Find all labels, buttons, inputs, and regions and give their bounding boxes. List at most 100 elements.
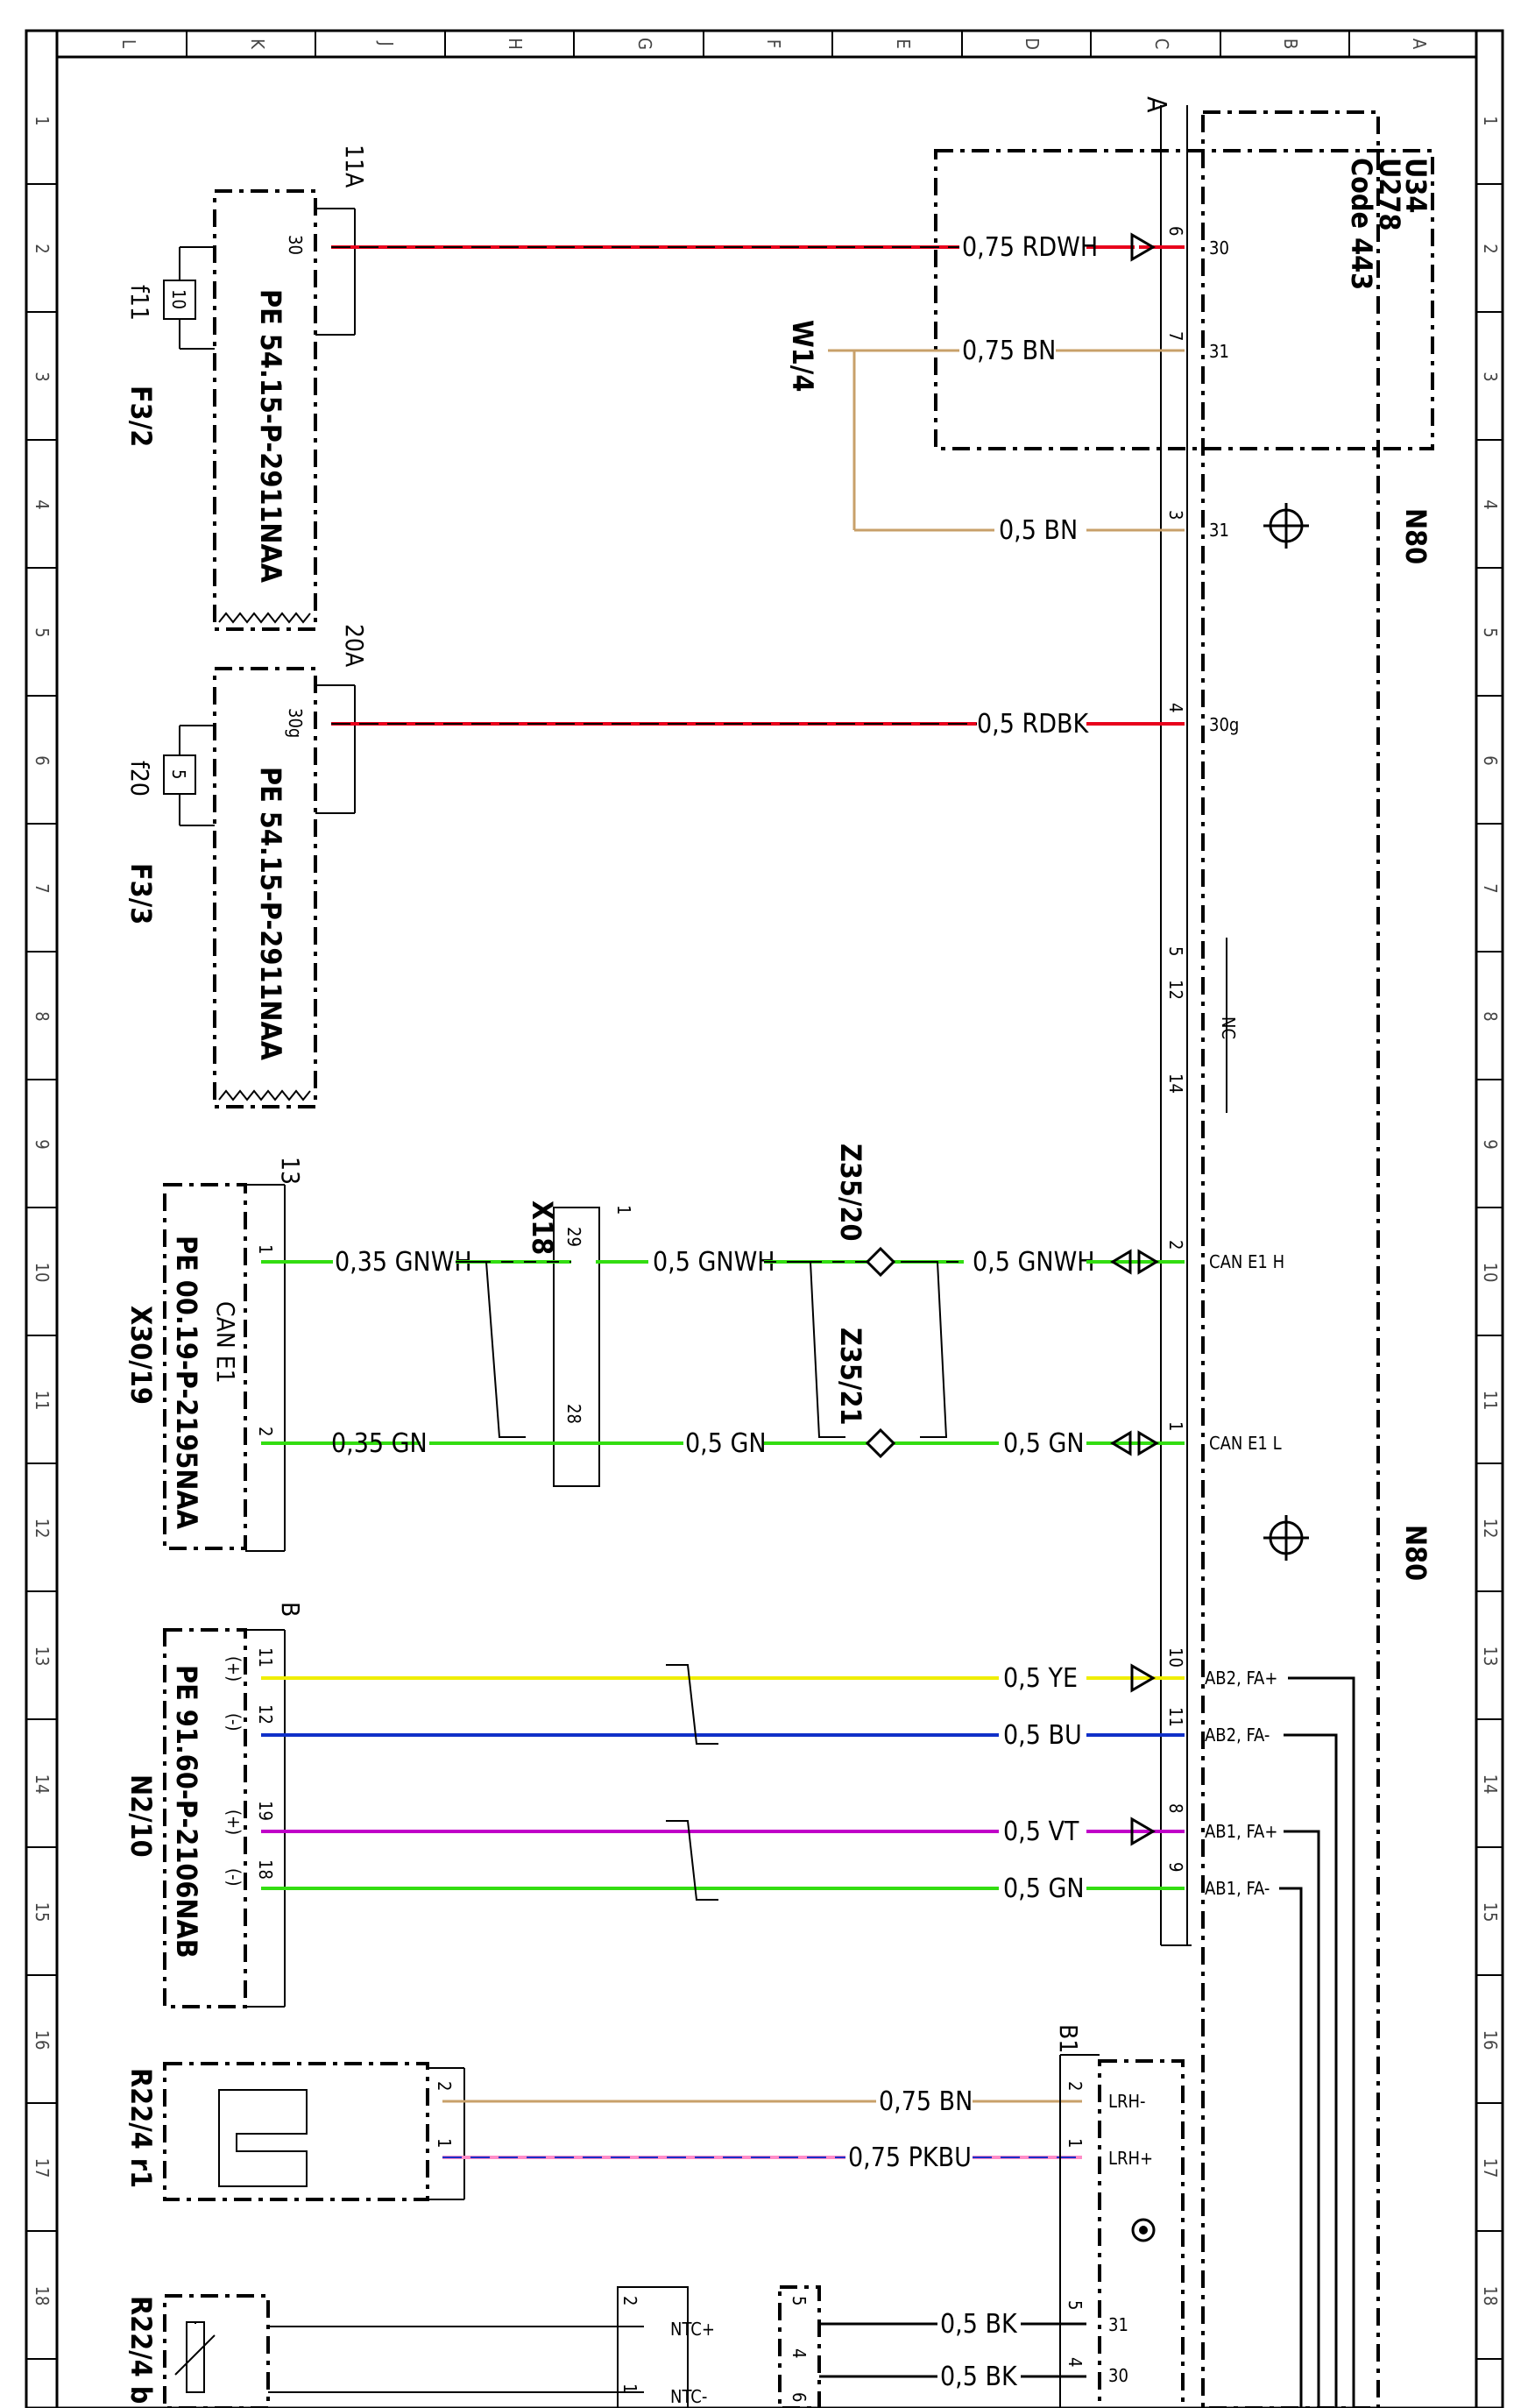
n2-10: B PE 91.60-P-2106NAB N2/10 11 12 19 18 (… <box>124 1602 305 2008</box>
pin-label: NTC- <box>670 2386 707 2407</box>
connector-a-lines: A <box>1141 96 1192 1946</box>
r22-4-b: R22/4 b 2 NTC+ 1 NTC- 5 4 6 <box>124 2285 821 2408</box>
row-label: 14 <box>32 1774 53 1795</box>
pin-number: 29 <box>563 1227 584 1247</box>
row-label: 11 <box>32 1391 53 1411</box>
row-label: 2 <box>1480 244 1501 253</box>
component-label: X30/19 <box>124 1306 158 1405</box>
pin-number: 1 <box>255 1244 276 1254</box>
row-label: 7 <box>1480 883 1501 893</box>
wire-label: 0,5 BK <box>940 2362 1018 2392</box>
conn-number: 13 <box>276 1157 305 1185</box>
pe-ref: PE 00.19-P-2195NAA <box>170 1236 203 1530</box>
nc-label: NC <box>1218 1016 1239 1039</box>
row-label: 16 <box>32 2030 53 2050</box>
component-label: R22/4 r1 <box>124 2068 158 2188</box>
row-label: 3 <box>32 372 53 381</box>
pe-ref: PE 91.60-P-2106NAB <box>170 1665 203 1958</box>
col-label: G <box>634 38 655 50</box>
row-label: 13 <box>1480 1647 1501 1667</box>
pin-label: AB1, FA- <box>1205 1878 1270 1899</box>
row-label: 13 <box>32 1647 53 1667</box>
row-label: 18 <box>32 2286 53 2306</box>
row-label: 15 <box>1480 1902 1501 1923</box>
wire-label: 0,5 VT <box>1003 1817 1079 1847</box>
pin-label: AB2, FA+ <box>1205 1668 1277 1689</box>
pin-polarity: (-) <box>223 1868 244 1887</box>
pin-label: LRH- <box>1108 2091 1146 2112</box>
row-label: 12 <box>1480 1519 1501 1539</box>
wire-label: 0,75 RDWH <box>962 232 1098 263</box>
wire-label: 0,5 GN <box>685 1428 767 1459</box>
col-label: F <box>763 39 784 48</box>
wire-label: 0,35 GNWH <box>335 1247 472 1278</box>
wire-gn: 0,5 GN <box>261 1873 1185 1904</box>
row-label: 10 <box>1480 1263 1501 1283</box>
n80-label: N80 <box>1399 508 1432 564</box>
col-label: J <box>376 40 397 46</box>
pin-number: 8 <box>1165 1803 1186 1813</box>
pin-number: 12 <box>255 1704 276 1725</box>
row-label: 3 <box>1480 372 1501 381</box>
pin-polarity: (+) <box>223 1656 244 1682</box>
fuse-name: f11 <box>125 285 154 321</box>
wire-label: 0,5 BK <box>940 2309 1018 2340</box>
row-label: 5 <box>1480 627 1501 637</box>
pin-number: 2 <box>255 1427 276 1436</box>
component-label: R22/4 b <box>124 2296 158 2404</box>
fuse-rating: 5 <box>168 769 189 779</box>
wire-vt: 0,5 VT <box>261 1817 1185 1847</box>
b1-label: B1 <box>1054 2024 1083 2053</box>
fuse-amp: 20A <box>340 624 369 668</box>
pin-number: 2 <box>1165 1240 1186 1250</box>
row-label: 9 <box>1480 1139 1501 1149</box>
airbag-pins: 10 AB2, FA+ 11 AB2, FA- 8 AB1, FA+ 9 AB1… <box>1165 1647 1355 2408</box>
pin-label: 30 <box>1209 237 1229 259</box>
row-label: 6 <box>32 755 53 765</box>
pin-number: 12 <box>1165 980 1186 1000</box>
u34-module: U34 U278 Code 443 N80 N80 <box>934 110 1434 2408</box>
pin-label: 30 <box>1108 2365 1128 2386</box>
wire-label: 0,75 BN <box>962 336 1056 366</box>
pin-number: 10 <box>1165 1647 1186 1668</box>
pin-label: CAN E1 L <box>1209 1433 1282 1454</box>
row-label: 17 <box>32 2158 53 2178</box>
row-label: 17 <box>1480 2158 1501 2178</box>
pin-label: 31 <box>1209 341 1229 362</box>
col-label: H <box>505 38 526 50</box>
pin-number: 2 <box>434 2081 455 2091</box>
can-pins: 2 CAN E1 H 1 CAN E1 L <box>1110 1240 1284 1456</box>
conn-letter: B <box>276 1602 305 1617</box>
row-label: 12 <box>32 1519 53 1539</box>
shield-label: W1/4 <box>786 320 819 392</box>
pin-number: 1 <box>434 2138 455 2148</box>
n80-pins: 6 30 7 31 3 31 4 30g 5 12 14 NC <box>1165 226 1239 1113</box>
row-label: 2 <box>32 244 53 253</box>
row-label: 16 <box>1480 2030 1501 2050</box>
row-label: 4 <box>1480 499 1501 509</box>
wire-can-h: 0,35 GNWH 0,5 GNWH 0,5 GNWH Z35/20 <box>261 1144 1185 1278</box>
pin-number: 7 <box>1165 331 1186 341</box>
row-label: 18 <box>1480 2286 1501 2306</box>
wire-label: 0,75 BN <box>879 2086 973 2117</box>
row-label: 9 <box>32 1139 53 1149</box>
fuse-pin: 30g <box>285 708 306 738</box>
pin-polarity: (-) <box>223 1713 244 1732</box>
twist-marks <box>666 1664 718 1901</box>
row-label: 11 <box>1480 1391 1501 1411</box>
r22-4-r1: R22/4 r1 2 1 <box>124 2062 465 2201</box>
pin-number: 28 <box>563 1404 584 1424</box>
splice-label: Z35/21 <box>834 1328 867 1426</box>
pin-label: LRH+ <box>1108 2148 1153 2169</box>
row-label: 15 <box>32 1902 53 1923</box>
pin-number: 3 <box>1165 510 1186 520</box>
ground-icon <box>1263 1515 1309 1561</box>
pin-number: 6 <box>1165 226 1186 236</box>
pin-number: 11 <box>1165 1707 1186 1727</box>
col-label: E <box>893 39 914 48</box>
col-label: L <box>118 39 139 48</box>
pin-number: 1 <box>619 2383 640 2393</box>
